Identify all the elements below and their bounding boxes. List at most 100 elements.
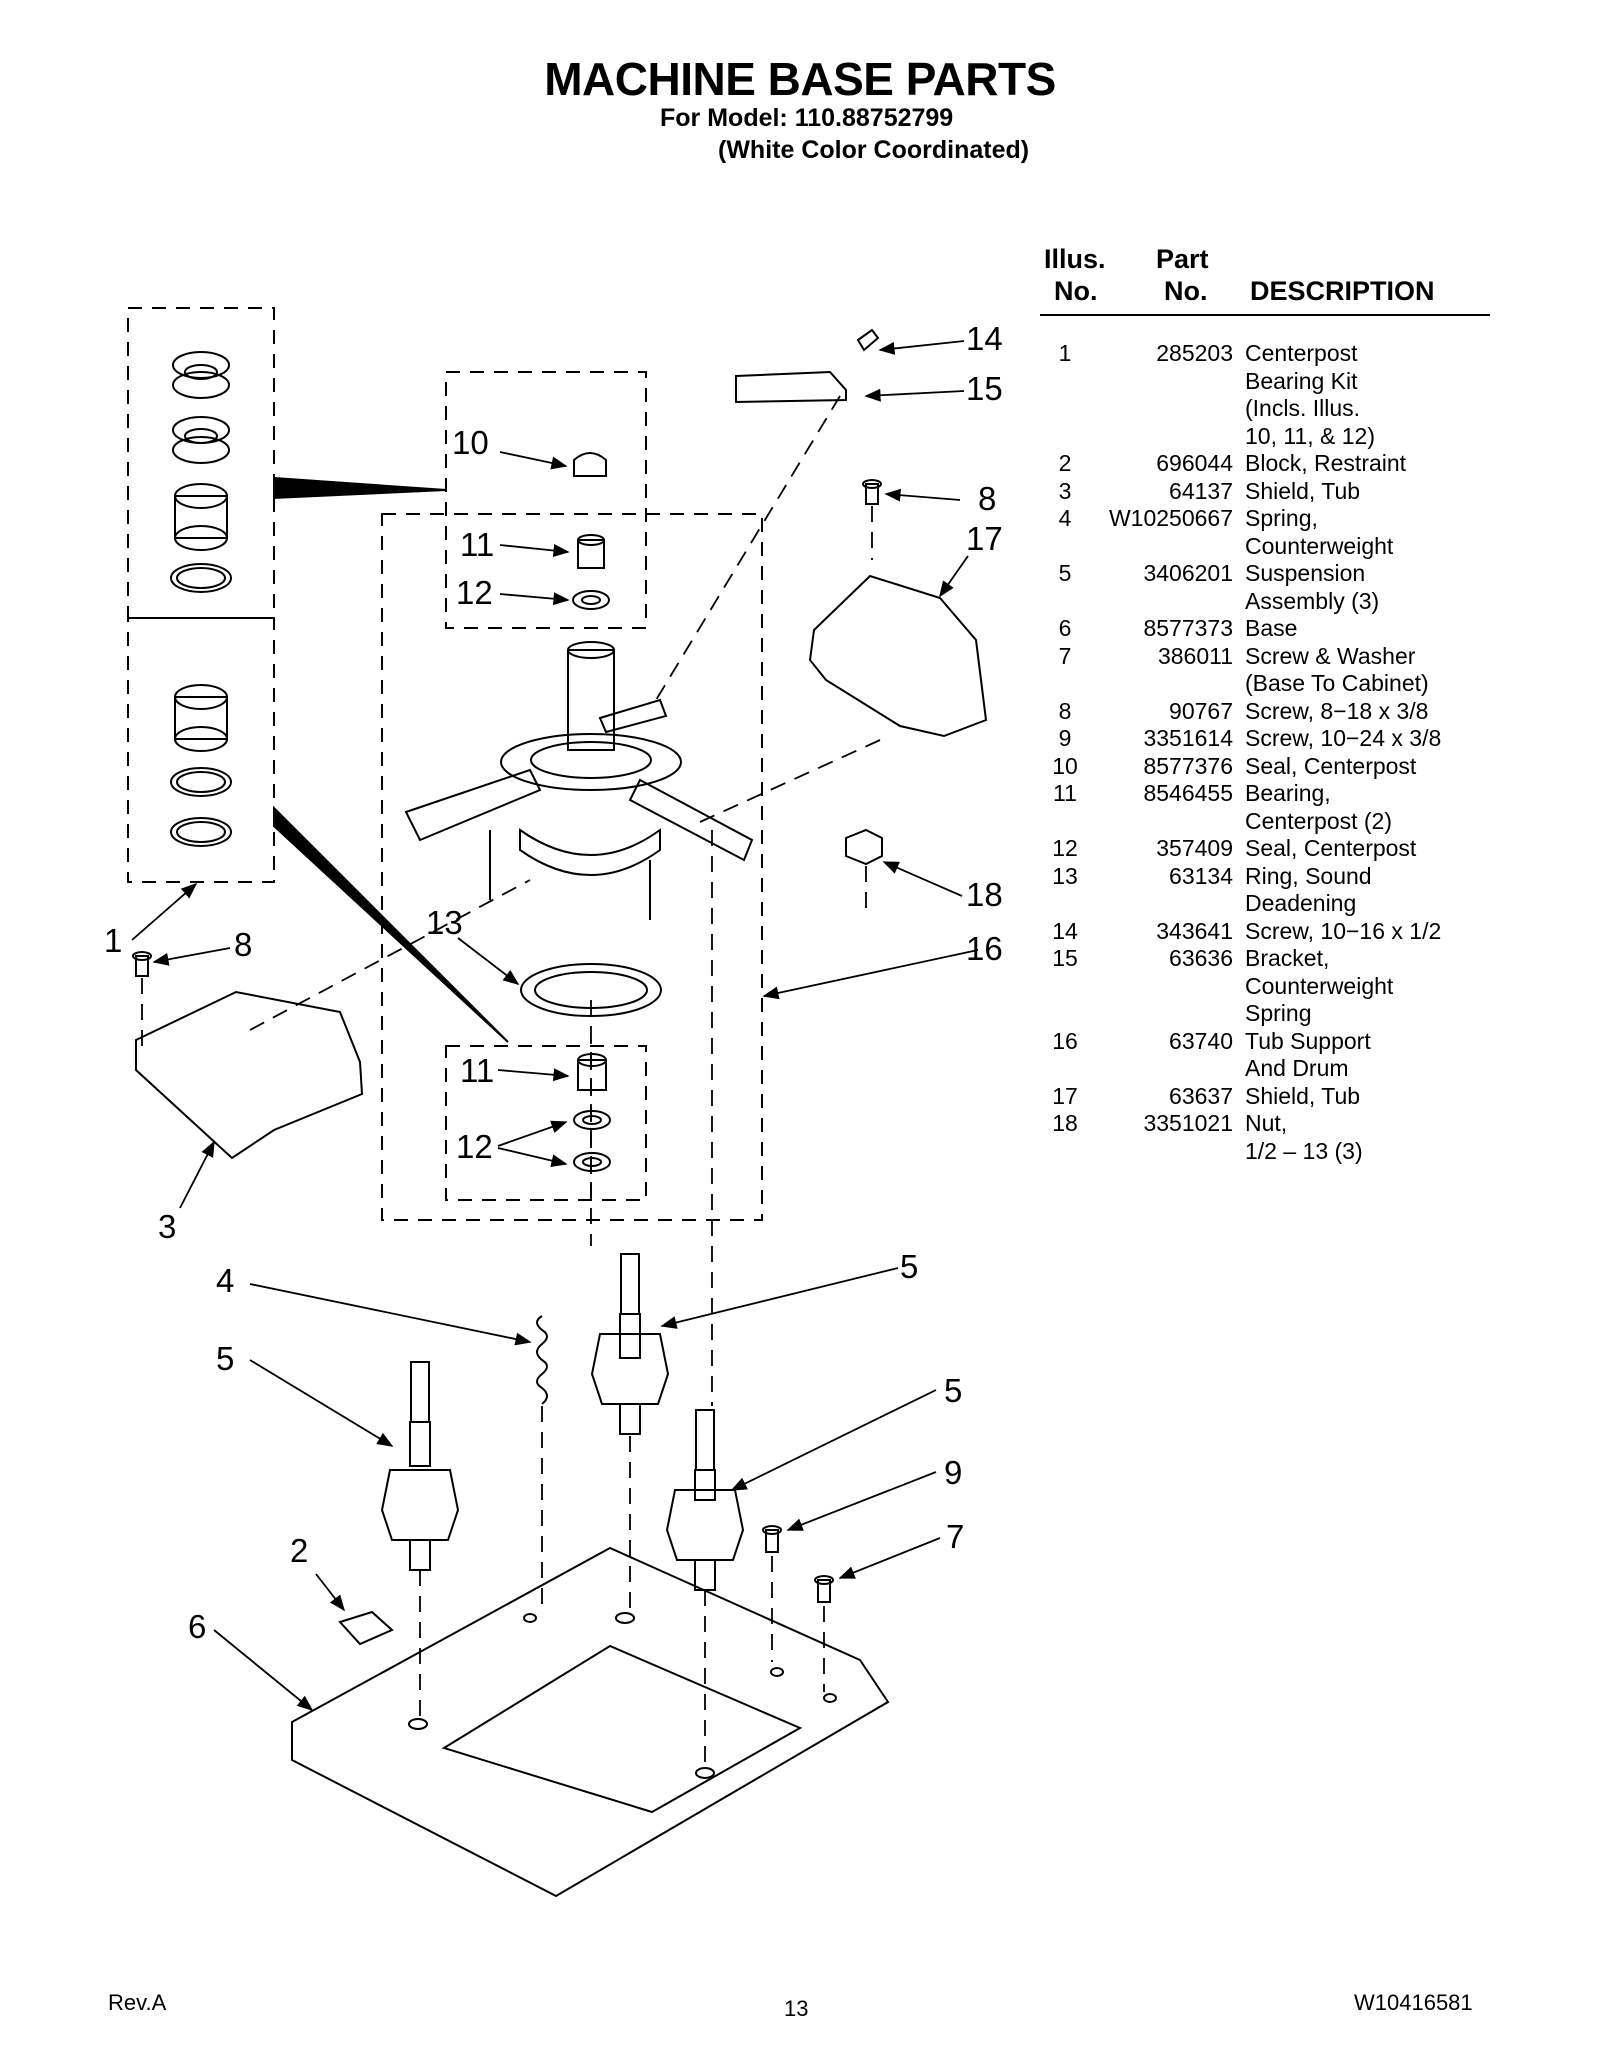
part-no-cell: 8546455 bbox=[1143, 780, 1233, 806]
counterweight-bracket bbox=[735, 328, 880, 404]
part-no-cell: 696044 bbox=[1156, 450, 1233, 476]
description-line: (Incls. Illus. bbox=[1245, 395, 1361, 421]
description-line: Screw & Washer bbox=[1245, 642, 1416, 669]
guide-lines bbox=[141, 395, 881, 1768]
description-line: Centerpost bbox=[1245, 340, 1358, 366]
page-title: MACHINE BASE PARTS bbox=[544, 53, 1056, 105]
part-no-cell: 8577373 bbox=[1143, 615, 1233, 641]
kit-rings bbox=[170, 351, 232, 847]
callout-1: 1 bbox=[104, 922, 122, 959]
part-no-cell: 90767 bbox=[1169, 697, 1233, 724]
description-line: Ring, Sound bbox=[1245, 862, 1372, 889]
description-line: Centerpost (2) bbox=[1245, 807, 1393, 834]
hardware bbox=[132, 479, 883, 1603]
description-line: Screw, 10−24 x 3/8 bbox=[1245, 725, 1442, 751]
callout-8a: 8 bbox=[234, 926, 252, 963]
callout-7: 7 bbox=[946, 1518, 964, 1555]
callout-17: 17 bbox=[966, 520, 1003, 557]
table-row: 2 696044 Block, Restraint bbox=[1040, 450, 1490, 478]
description-cell: Bearing,Centerpost (2) bbox=[1245, 780, 1490, 835]
callout-13: 13 bbox=[426, 904, 463, 941]
illus-no-cell: 17 bbox=[1052, 1082, 1078, 1109]
description-cell: Seal, Centerpost bbox=[1245, 835, 1490, 863]
description-line: Base bbox=[1245, 615, 1298, 641]
description-line: Assembly (3) bbox=[1245, 587, 1380, 614]
description-line: 1/2 – 13 (3) bbox=[1245, 1137, 1363, 1164]
restraint-block bbox=[338, 1610, 394, 1646]
part-no-cell: 343641 bbox=[1156, 917, 1233, 944]
description-line: Screw, 10−16 x 1/2 bbox=[1245, 917, 1442, 944]
description-line: 10, 11, & 12) bbox=[1245, 422, 1375, 449]
header-illus: Illus. bbox=[1044, 244, 1106, 274]
centerpost-seals bbox=[572, 452, 611, 1172]
description-cell: Screw, 10−16 x 1/2 bbox=[1245, 918, 1490, 946]
description-cell: Nut,1/2 – 13 (3) bbox=[1245, 1110, 1490, 1165]
color-subtitle: (White Color Coordinated) bbox=[718, 136, 1030, 164]
description-line: Shield, Tub bbox=[1245, 1082, 1361, 1109]
description-line: Bearing, bbox=[1245, 780, 1331, 806]
description-line: Spring bbox=[1245, 1000, 1312, 1026]
part-no-cell: 63637 bbox=[1169, 1082, 1233, 1109]
callout-6: 6 bbox=[188, 1608, 206, 1645]
kit-pointer-wedge-top bbox=[273, 476, 447, 500]
illus-no-cell: 4 bbox=[1058, 505, 1072, 531]
description-line: Seal, Centerpost bbox=[1245, 835, 1417, 861]
description-line: Shield, Tub bbox=[1245, 477, 1361, 504]
callout-8b: 8 bbox=[978, 480, 996, 517]
model-subtitle: For Model: 110.88752799 bbox=[660, 104, 954, 132]
description-cell: Screw & Washer(Base To Cabinet) bbox=[1245, 643, 1490, 698]
tub-shield-left bbox=[135, 990, 364, 1160]
description-cell: Block, Restraint bbox=[1245, 450, 1490, 478]
description-line: Counterweight bbox=[1245, 972, 1394, 999]
part-no-cell: W10250667 bbox=[1108, 505, 1233, 531]
kit-pointer-wedge-bottom bbox=[273, 805, 509, 1043]
header-illus-no: No. bbox=[1054, 276, 1098, 306]
illus-no-cell: 2 bbox=[1058, 450, 1072, 476]
callout-15: 15 bbox=[966, 370, 1003, 407]
part-no-cell: 63740 bbox=[1169, 1027, 1233, 1054]
description-line: Block, Restraint bbox=[1245, 450, 1407, 476]
description-line: (Base To Cabinet) bbox=[1245, 670, 1429, 696]
callout-11b: 11 bbox=[460, 1052, 494, 1089]
description-cell: Shield, Tub bbox=[1245, 1083, 1490, 1111]
table-row: 11 8546455 Bearing,Centerpost (2) bbox=[1040, 780, 1490, 835]
part-no-cell: 3351021 bbox=[1143, 1110, 1233, 1136]
illus-no-cell: 9 bbox=[1058, 725, 1072, 751]
illus-no-cell: 16 bbox=[1052, 1027, 1078, 1054]
footer-doc-number: W10416581 bbox=[1354, 1990, 1473, 2015]
kit-boxes bbox=[127, 307, 763, 1221]
callout-11a: 11 bbox=[460, 526, 494, 563]
description-line: Counterweight bbox=[1245, 532, 1394, 559]
description-line: Bracket, bbox=[1245, 945, 1330, 971]
illus-no-cell: 1 bbox=[1058, 340, 1072, 366]
description-cell: Screw, 8−18 x 3/8 bbox=[1245, 698, 1490, 726]
parts-table-header: Illus. No. Part No. DESCRIPTION bbox=[1040, 244, 1490, 316]
callout-10: 10 bbox=[452, 424, 489, 461]
illus-no-cell: 11 bbox=[1053, 780, 1077, 806]
callout-12b: 12 bbox=[456, 1128, 493, 1165]
part-no-cell: 63134 bbox=[1169, 862, 1233, 889]
description-line: Suspension bbox=[1245, 560, 1366, 586]
callout-labels: 1 2 3 4 5 5 5 6 7 8 8 9 10 11 11 12 12 1… bbox=[104, 320, 1003, 1645]
header-part: Part bbox=[1156, 244, 1209, 274]
header-part-no: No. bbox=[1164, 276, 1208, 306]
illus-no-cell: 14 bbox=[1052, 917, 1078, 944]
part-no-cell: 8577376 bbox=[1143, 752, 1233, 779]
illus-no-cell: 3 bbox=[1058, 477, 1072, 504]
suspension-assemblies bbox=[380, 1253, 745, 1591]
callout-2: 2 bbox=[290, 1532, 308, 1569]
footer-page-number: 13 bbox=[784, 1996, 809, 2021]
description-cell: Base bbox=[1245, 615, 1490, 643]
callout-5b: 5 bbox=[900, 1248, 918, 1285]
